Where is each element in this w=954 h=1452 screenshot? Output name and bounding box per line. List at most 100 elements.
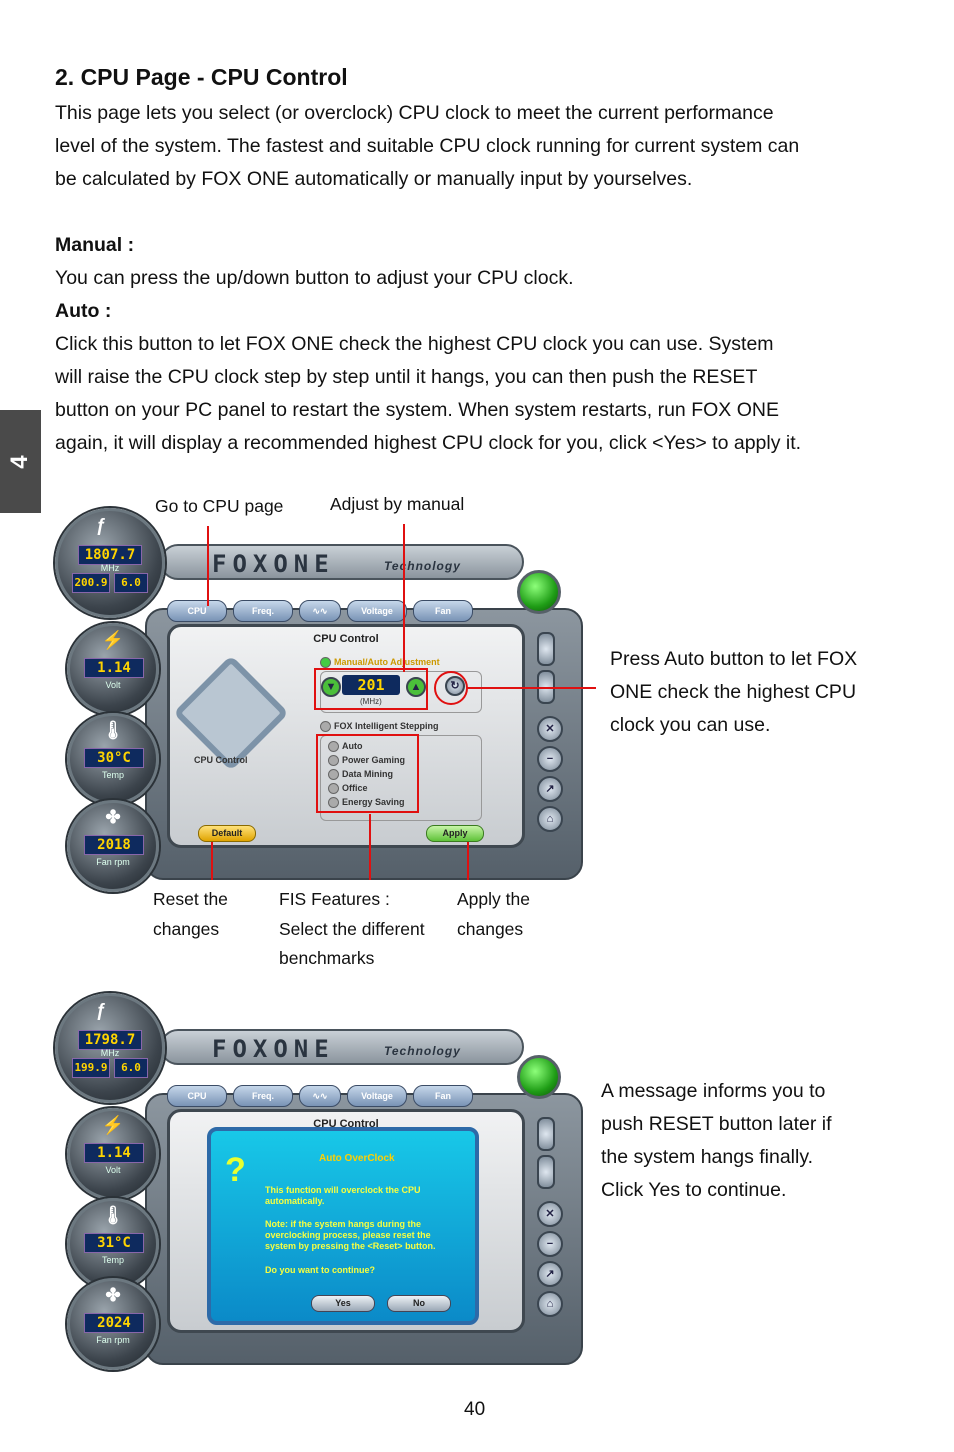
link-icon[interactable]: ↗ [537, 1261, 563, 1287]
fis-label: FOX Intelligent Stepping [334, 721, 439, 731]
cpu-mult-value: 6.0 [114, 573, 148, 593]
clock-down-button[interactable]: ▼ [321, 677, 341, 697]
label-reset: Reset the changes [153, 885, 228, 944]
panel-title: CPU Control [313, 633, 379, 645]
dialog-note: Note: if the system hangs during the [265, 1219, 422, 1229]
fis-option-radio[interactable] [328, 769, 339, 780]
manual-radio[interactable] [320, 657, 331, 668]
temperature-value: 31°C [84, 1233, 144, 1253]
clock-unit: (MHz) [360, 697, 382, 706]
home-icon[interactable]: ⌂ [537, 806, 563, 832]
app-tech: Technology [384, 1044, 461, 1058]
label-line: FIS Features : [279, 889, 390, 909]
tab-fan[interactable]: Fan [413, 1085, 473, 1107]
dialog-text: automatically. [265, 1196, 325, 1206]
intro-line: level of the system. The fastest and sui… [55, 135, 800, 157]
yes-button[interactable]: Yes [311, 1295, 375, 1312]
dialog-note: system by pressing the <Reset> button. [265, 1241, 436, 1251]
dialog-note: overclocking process, please reset the [265, 1230, 431, 1240]
fis-option-radio[interactable] [328, 797, 339, 808]
auto-heading: Auto : [55, 300, 112, 322]
tab-fan[interactable]: Fan [413, 600, 473, 622]
minimize-icon[interactable]: − [537, 1231, 563, 1257]
close-icon[interactable]: ✕ [537, 716, 563, 742]
fan-gauge: ✤ 2018 Fan rpm [67, 800, 159, 892]
tab-wave[interactable]: ∿∿ [299, 600, 341, 622]
scroll-handle-icon[interactable] [537, 1155, 555, 1189]
auto-overclock-dialog: ? Auto OverClock This function will over… [207, 1127, 479, 1325]
app-logo: FOXONE [212, 1035, 335, 1063]
cpu-logo-icon: ƒ [95, 1000, 106, 1020]
fis-option-radio[interactable] [328, 741, 339, 752]
label-line: Apply the [457, 889, 530, 909]
temperature-caption: Temp [101, 1255, 124, 1265]
callout-line: Click Yes to continue. [601, 1179, 787, 1201]
fis-option-radio[interactable] [328, 783, 339, 794]
tab-voltage[interactable]: Voltage [347, 1085, 407, 1107]
apply-button[interactable]: Apply [426, 825, 484, 842]
callout-lines [207, 524, 596, 880]
auto-button-icon[interactable]: ↻ [445, 676, 465, 696]
intro-paragraph: This page lets you select (or overclock)… [55, 97, 915, 196]
tab-freq[interactable]: Freq. [233, 600, 293, 622]
fis-option-radio[interactable] [328, 755, 339, 766]
clock-up-button[interactable]: ▲ [406, 677, 426, 697]
callout-line: A message informs you to [601, 1080, 826, 1102]
home-icon[interactable]: ⌂ [537, 1291, 563, 1317]
temperature-gauge: 🌡 30°C Temp [67, 713, 159, 805]
tab-cpu[interactable]: CPU [167, 600, 227, 622]
fis-option: Power Gaming [342, 755, 406, 765]
label-line: changes [153, 918, 220, 939]
cpu-clock-gauge: ƒ 1807.7 MHz 200.9 6.0 [55, 508, 165, 618]
manual-group [320, 671, 482, 713]
default-button[interactable]: Default [198, 825, 256, 842]
tab-freq[interactable]: Freq. [233, 1085, 293, 1107]
foxone-window-2: FOXONE Technology CPU Freq. ∿∿ Voltage F… [55, 993, 585, 1373]
mode-descriptions: Manual : You can press the up/down butto… [55, 229, 915, 460]
app-tech: Technology [384, 559, 461, 573]
dialog-text: This function will overclock the CPU [265, 1185, 421, 1195]
temperature-caption: Temp [101, 770, 124, 780]
manual-option-label: Manual/Auto Adjustment [334, 657, 440, 667]
link-icon[interactable]: ↗ [537, 776, 563, 802]
tab-voltage[interactable]: Voltage [347, 600, 407, 622]
label-line: Reset the [153, 889, 228, 909]
tab-wave[interactable]: ∿∿ [299, 1085, 341, 1107]
tab-bar: CPU Freq. ∿∿ Voltage Fan [167, 1085, 512, 1107]
fan-caption: Fan rpm [96, 857, 130, 867]
scroll-handle-icon[interactable] [537, 1117, 555, 1151]
callout-line: Press Auto button to let FOX [610, 648, 858, 670]
auto-line: Click this button to let FOX ONE check t… [55, 333, 774, 355]
callout-line: the system hangs finally. [601, 1146, 814, 1168]
foxone-window-1: FOXONE Technology CPU Freq. ∿∿ Voltage F… [55, 508, 585, 892]
label-line: Select the different [279, 918, 425, 939]
voltage-value: 1.14 [84, 1143, 144, 1163]
auto-line: button on your PC panel to restart the s… [55, 399, 779, 421]
tab-bar: CPU Freq. ∿∿ Voltage Fan [167, 600, 512, 622]
fis-option: Office [342, 783, 368, 793]
tab-cpu[interactable]: CPU [167, 1085, 227, 1107]
auto-line: will raise the CPU clock step by step un… [55, 366, 758, 388]
question-icon: ? [225, 1151, 246, 1189]
voltage-gauge: ⚡ 1.14 Volt [67, 1108, 159, 1200]
app-logo: FOXONE [212, 550, 335, 578]
panel-caption: CPU Control [194, 755, 248, 765]
voltage-gauge: ⚡ 1.14 Volt [67, 623, 159, 715]
no-button[interactable]: No [387, 1295, 451, 1312]
callout-message: A message informs you to push RESET butt… [601, 1075, 832, 1207]
callout-line: ONE check the highest CPU [610, 681, 857, 703]
fis-option: Auto [342, 741, 363, 751]
fan-caption: Fan rpm [96, 1335, 130, 1345]
fis-radio[interactable] [320, 721, 331, 732]
power-orb-icon[interactable] [517, 570, 561, 614]
scroll-handle-icon[interactable] [537, 632, 555, 666]
power-orb-icon[interactable] [517, 1055, 561, 1099]
page-title: 2. CPU Page - CPU Control [55, 64, 348, 90]
voltage-value: 1.14 [84, 658, 144, 678]
minimize-icon[interactable]: − [537, 746, 563, 772]
close-icon[interactable]: ✕ [537, 1201, 563, 1227]
label-adjust-manual: Adjust by manual [330, 494, 465, 514]
title-bar: FOXONE Technology [160, 1029, 524, 1065]
label-apply: Apply the changes [457, 885, 530, 944]
temperature-gauge: 🌡 31°C Temp [67, 1198, 159, 1290]
